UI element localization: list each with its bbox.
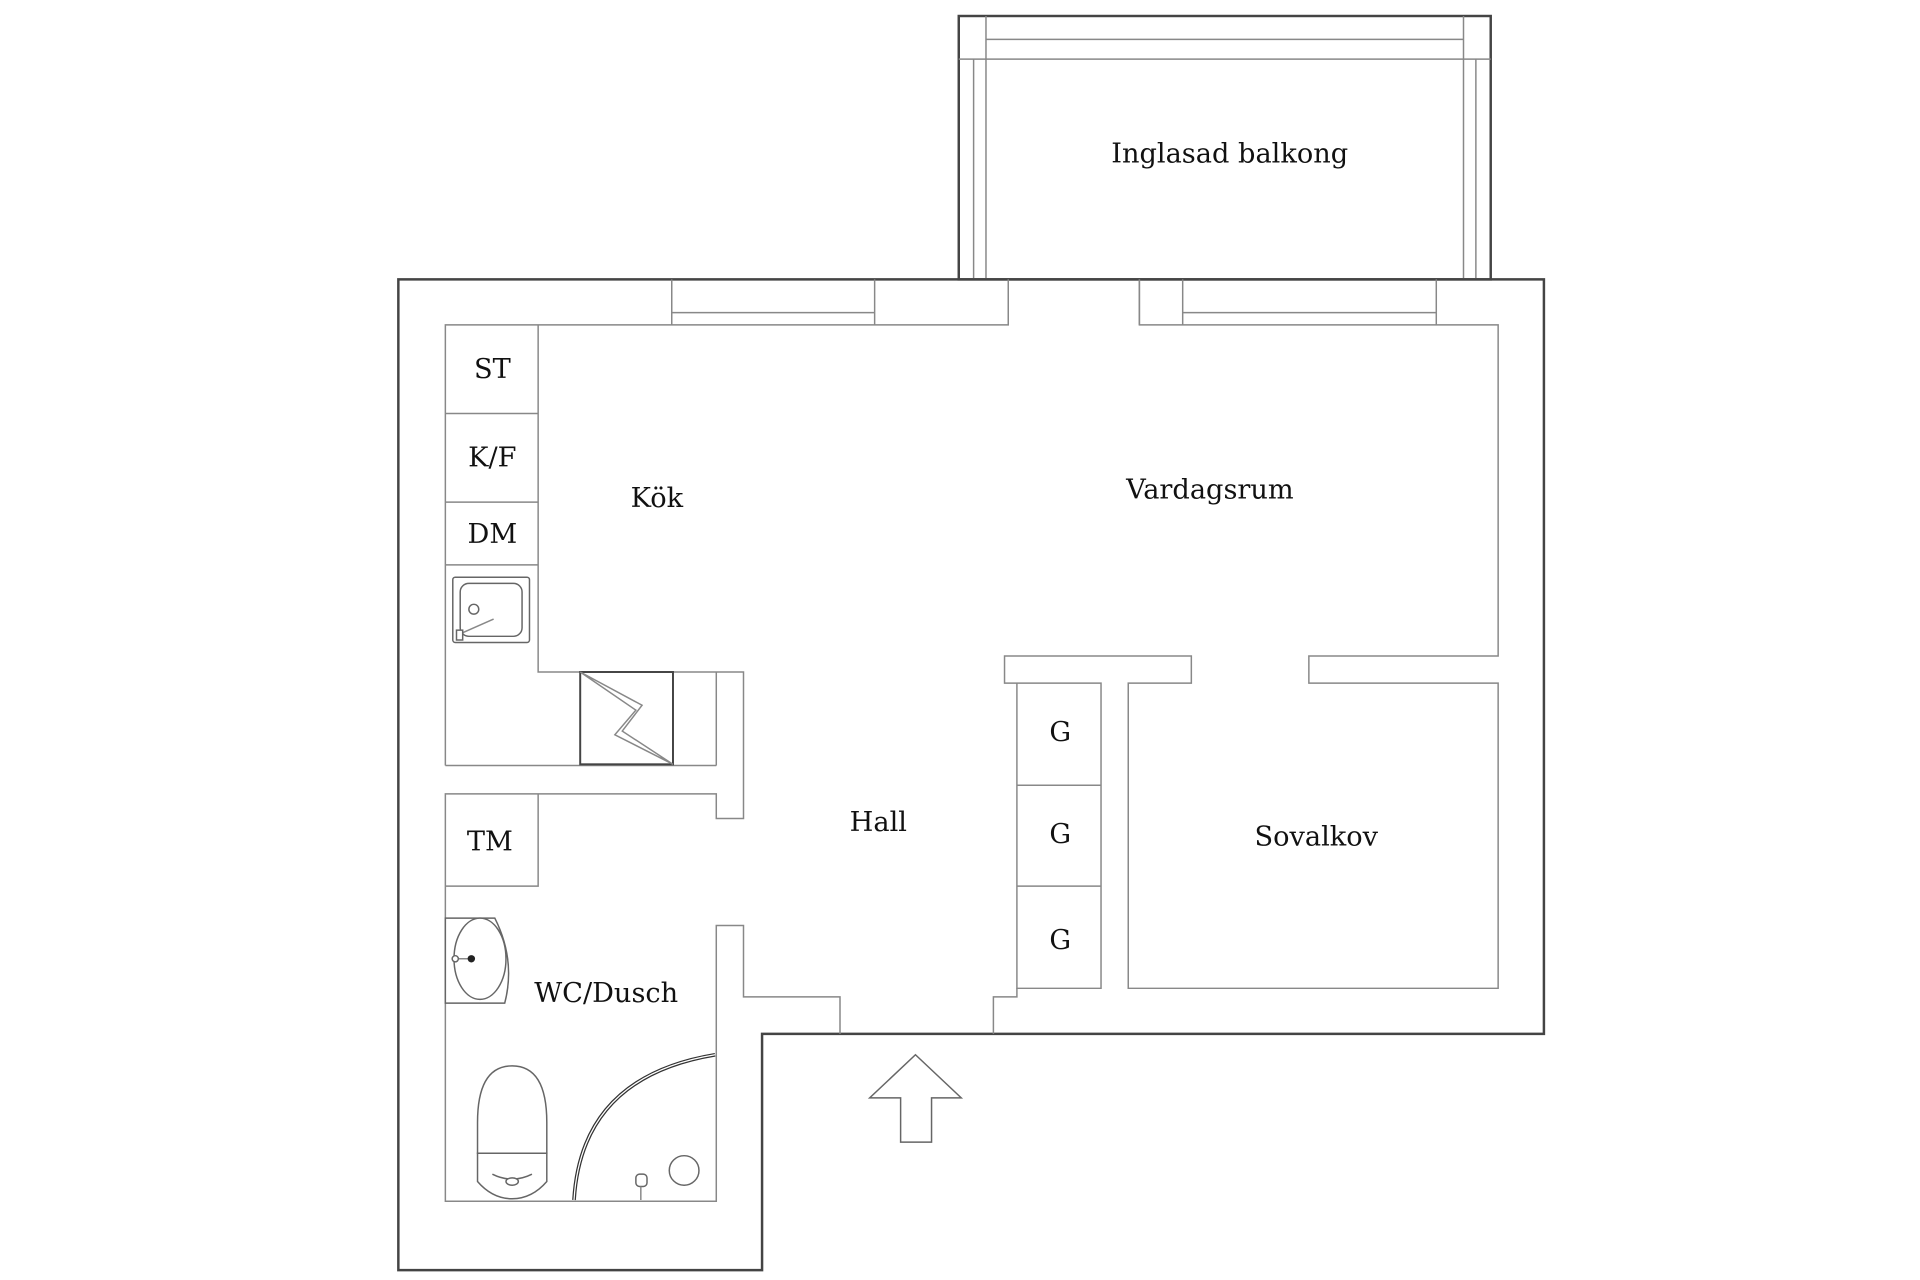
window-kitchen xyxy=(671,279,1009,325)
washbasin-icon xyxy=(444,917,510,1004)
room-label-balcony: Inglasad balkong xyxy=(1111,139,1348,170)
outer-wall xyxy=(397,278,1546,1272)
toilet-icon xyxy=(476,1065,548,1200)
fixture-label-kf: K/F xyxy=(468,443,516,474)
fixture-label-st: ST xyxy=(474,354,511,385)
room-label-bathroom: WC/Dusch xyxy=(534,978,678,1009)
room-label-bedroom: Sovalkov xyxy=(1255,822,1379,853)
fixture-label-tm: TM xyxy=(467,827,513,858)
chimney-icon xyxy=(579,671,674,766)
kitchen-sink-icon xyxy=(452,576,531,644)
closet-label: G xyxy=(1049,925,1071,956)
window-living xyxy=(1138,279,1438,325)
interior-walls xyxy=(444,279,1499,1202)
closet-label: G xyxy=(1049,717,1071,748)
room-label-living: Vardagsrum xyxy=(1125,475,1294,506)
fixture-label-dm: DM xyxy=(468,519,518,550)
room-label-hall: Hall xyxy=(850,807,907,838)
closet-label: G xyxy=(1049,819,1071,850)
entrance-arrow-icon xyxy=(867,1053,964,1143)
room-label-kitchen: Kök xyxy=(631,483,684,514)
shower-icon xyxy=(572,1052,716,1201)
